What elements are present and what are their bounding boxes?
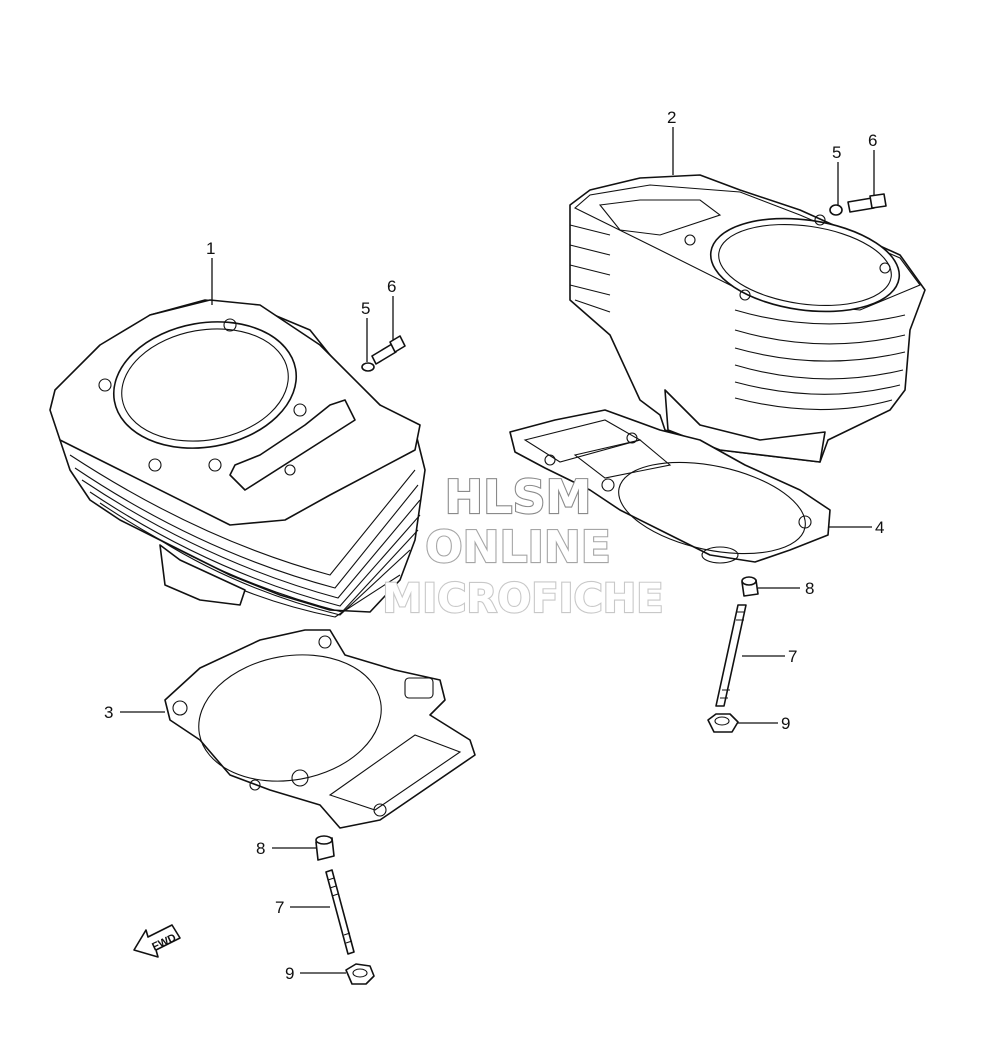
watermark: HLSM ONLINE MICROFICHE [381, 469, 664, 623]
callout-4: 4 [875, 518, 884, 537]
callout-7-upper: 7 [788, 647, 797, 666]
watermark-line-2: ONLINE [425, 522, 611, 573]
leader-lines [120, 127, 875, 974]
callout-8-upper: 8 [805, 579, 814, 598]
callout-7-lower: 7 [275, 898, 284, 917]
stud-upper [715, 604, 747, 707]
dowel-pin-upper [741, 576, 759, 597]
union-bolt-rear [847, 193, 887, 213]
union-bolt-front [371, 335, 406, 365]
nut-upper [707, 713, 739, 733]
fwd-arrow-icon: FWD [133, 924, 181, 958]
washer-rear [829, 204, 843, 216]
stud-lower [325, 869, 355, 955]
callout-2: 2 [667, 108, 676, 127]
callout-6-rear: 6 [868, 131, 877, 150]
nut-lower [345, 963, 375, 985]
callout-1: 1 [206, 239, 215, 258]
callout-8-lower: 8 [256, 839, 265, 858]
watermark-line-1: HLSM [445, 470, 592, 524]
callout-6-front: 6 [387, 277, 396, 296]
dowel-pin-lower [315, 835, 335, 861]
rear-cylinder-base-gasket [509, 409, 831, 564]
front-cylinder-base-gasket [164, 629, 476, 829]
washer-front [361, 362, 375, 372]
callout-9-upper: 9 [781, 714, 790, 733]
front-cylinder [49, 299, 426, 618]
callout-5-rear: 5 [832, 143, 841, 162]
watermark-line-3: MICROFICHE [382, 576, 663, 622]
callout-9-lower: 9 [285, 964, 294, 983]
callout-3: 3 [104, 703, 113, 722]
callout-5-front: 5 [361, 299, 370, 318]
